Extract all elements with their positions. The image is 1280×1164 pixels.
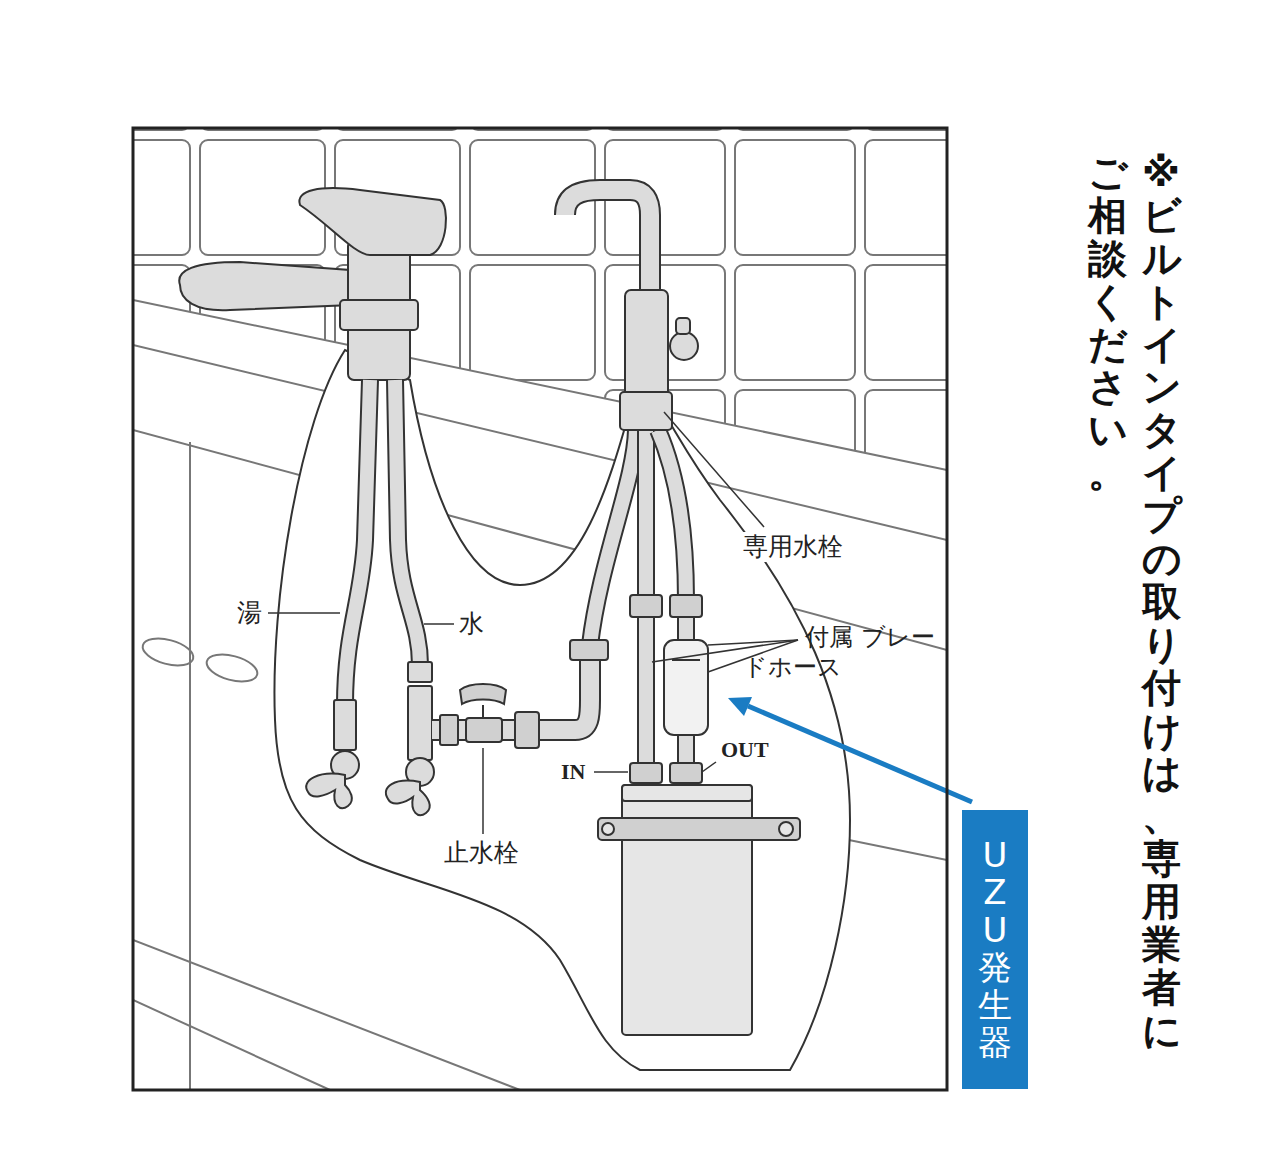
kitchen-background xyxy=(133,128,947,1090)
leader-lines-part xyxy=(594,771,628,773)
frame-border xyxy=(133,128,947,1090)
mixer-faucet xyxy=(179,188,446,380)
mixer-hoses-part xyxy=(345,380,370,705)
callout-box: UZU発生器 xyxy=(962,810,1028,1089)
dedicated-faucet-part xyxy=(565,190,650,292)
dedicated-faucet-part xyxy=(676,318,690,334)
wall-tiles-part xyxy=(865,140,947,255)
mixer-hoses-part xyxy=(395,380,420,665)
dedicated-faucet xyxy=(565,190,698,430)
kitchen-background-part xyxy=(133,1000,330,1090)
uzu-generator-unit xyxy=(598,785,800,1035)
wall-tiles-part xyxy=(470,265,595,380)
kitchen-background-part xyxy=(140,634,196,671)
stop-valve-and-nuts xyxy=(440,595,708,783)
mixer-hoses-part xyxy=(395,380,420,665)
part-label: 専用水栓 xyxy=(742,532,844,562)
wall-tiles xyxy=(133,128,947,505)
dedicated-faucet-part xyxy=(565,190,650,292)
kitchen-background-part xyxy=(133,300,947,470)
leader-lines-part xyxy=(424,623,454,625)
supply-valves-part xyxy=(334,700,356,750)
stop-valve-and-nuts-part xyxy=(570,640,608,660)
kitchen-background-part xyxy=(204,650,260,687)
dedicated-faucet-part xyxy=(670,332,698,360)
callout-arrow-part xyxy=(728,697,752,716)
supply-valves-part xyxy=(386,781,430,815)
supply-valves-part xyxy=(408,662,432,682)
wall-tiles-part xyxy=(865,265,947,380)
mixer-faucet-part xyxy=(340,300,418,330)
leader-lines-part xyxy=(664,412,764,527)
branch-pipe xyxy=(432,430,686,770)
supply-valves-part xyxy=(306,774,352,808)
uzu-generator-unit-part xyxy=(598,818,800,840)
callout-arrow-part xyxy=(748,706,972,802)
kitchen-background-part xyxy=(133,345,947,540)
note-column-block: ※ビルトインタイプの取り付けは、専用業者にご相談ください。 xyxy=(1088,152,1181,1057)
stop-valve-and-nuts-part xyxy=(630,595,662,617)
part-label: 止水栓 xyxy=(443,838,520,868)
mixer-faucet-part xyxy=(179,262,352,310)
leader-lines-part xyxy=(702,762,716,772)
kitchen-background-part xyxy=(189,442,191,1090)
mixer-hoses-part xyxy=(345,380,370,705)
supply-valves-part xyxy=(408,686,432,760)
leader-lines-part xyxy=(482,748,484,834)
wall-tiles-part xyxy=(735,265,855,380)
stop-valve-and-nuts-part xyxy=(630,763,662,783)
stop-valve-and-nuts-part xyxy=(440,715,458,745)
stop-valve-and-nuts-part xyxy=(466,718,502,742)
part-label: 付属 ブレードホース xyxy=(742,622,944,682)
supply-valves xyxy=(306,662,434,815)
uzu-generator-unit-part xyxy=(779,822,793,836)
stop-valve-and-nuts-part xyxy=(460,684,506,718)
dedicated-faucet-part xyxy=(620,392,672,430)
wall-tiles-part xyxy=(865,390,947,505)
port-label: IN xyxy=(560,759,586,785)
part-label: 湯 xyxy=(236,598,263,628)
stop-valve-and-nuts-part xyxy=(670,595,702,617)
kitchen-background-part xyxy=(133,940,520,1090)
uzu-generator-unit-part xyxy=(602,823,614,835)
stop-valve-and-nuts-part xyxy=(670,763,702,783)
stop-valve-and-nuts-part xyxy=(515,712,539,748)
callout-text: UZU発生器 xyxy=(978,837,1012,1061)
wall-tiles-part xyxy=(133,140,190,255)
vertical-note: ※ビルトインタイプの取り付けは、専用業者にご相談ください。 xyxy=(1088,152,1181,1057)
leader-lines-part xyxy=(268,612,340,614)
stop-valve-and-nuts-part xyxy=(672,659,700,661)
mixer-faucet-part xyxy=(299,188,446,255)
mixer-hoses xyxy=(345,380,420,705)
wall-tiles-part xyxy=(735,140,855,255)
frame-ground xyxy=(133,128,947,1090)
part-label: 水 xyxy=(458,609,485,639)
leader-lines xyxy=(268,412,798,834)
port-label: OUT xyxy=(720,737,770,763)
uzu-generator-unit-part xyxy=(622,785,752,801)
